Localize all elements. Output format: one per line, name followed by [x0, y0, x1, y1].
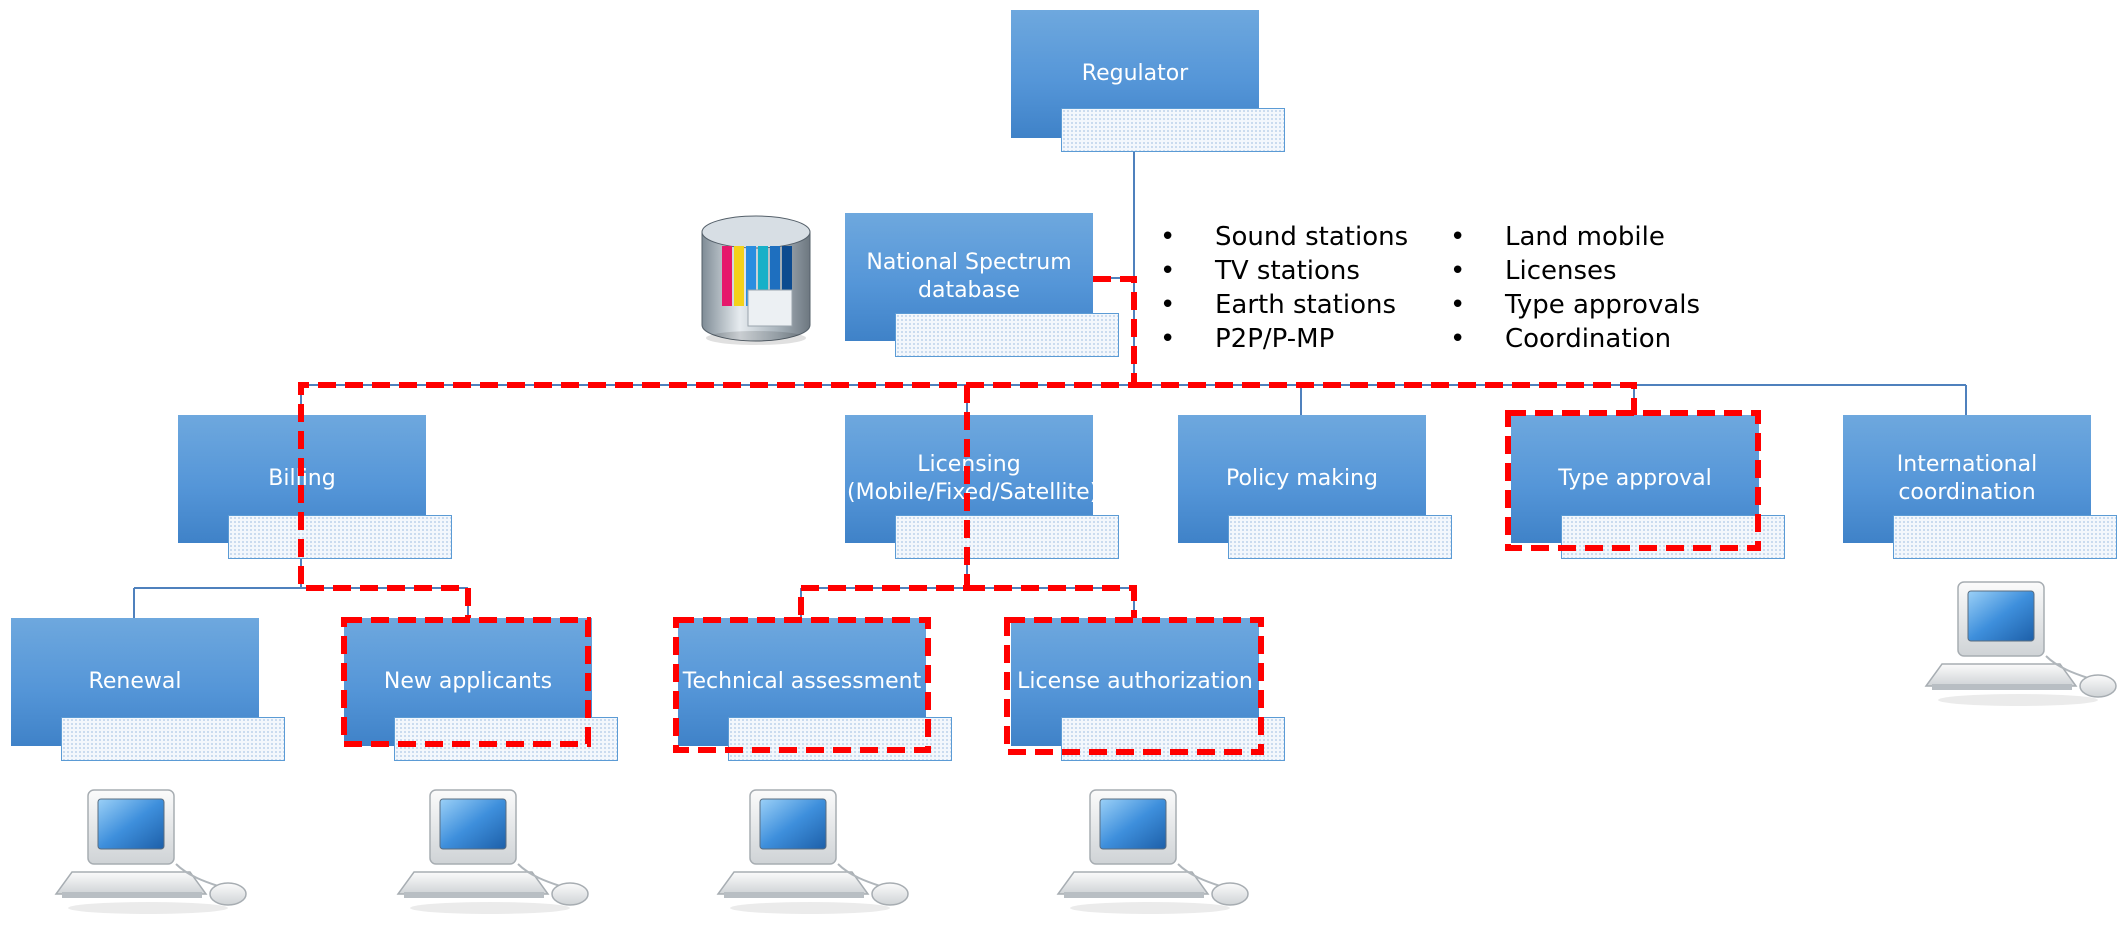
- computer-icon: [1925, 581, 2117, 707]
- highlight-path-license-auth: [967, 585, 1137, 618]
- bullet-item: Land mobile: [1450, 220, 1700, 254]
- node-tag: [228, 515, 452, 559]
- computer-icon: [1057, 789, 1249, 915]
- highlight-path-type-approval: [1134, 382, 1637, 415]
- node-tag: [1561, 515, 1785, 559]
- node-label: New applicants: [383, 669, 553, 694]
- node-tag: [1061, 108, 1285, 152]
- node-tag: [895, 515, 1119, 559]
- bullet-item: Earth stations: [1160, 288, 1408, 322]
- computer-icon: [55, 789, 247, 915]
- computer-icon: [717, 789, 909, 915]
- highlight-box-license-auth: [1004, 617, 1264, 755]
- node-label: Renewal: [88, 669, 182, 694]
- node-tag: [895, 313, 1119, 357]
- bullet-item: P2P/P-MP: [1160, 322, 1408, 356]
- node-label: License authorization: [1017, 669, 1253, 694]
- node-tag: [728, 717, 952, 761]
- bullet-item: Licenses: [1450, 254, 1700, 288]
- bullet-item: Coordination: [1450, 322, 1700, 356]
- bullet-item: Type approvals: [1450, 288, 1700, 322]
- node-tag: [1893, 515, 2117, 559]
- computer-icon: [397, 789, 589, 915]
- highlight-path-technical: [798, 385, 970, 618]
- node-label: International coordination: [1896, 452, 2038, 505]
- highlight-box-new-applicants: [341, 617, 591, 747]
- bullet-item: TV stations: [1160, 254, 1408, 288]
- node-tag: [1228, 515, 1452, 559]
- highlight-box-type-approval: [1505, 410, 1761, 551]
- bullet-list-services: Land mobile Licenses Type approvals Coor…: [1450, 220, 1700, 356]
- bullet-list-stations: Sound stations TV stations Earth station…: [1160, 220, 1408, 356]
- node-label: Regulator: [1081, 61, 1189, 86]
- node-label: Policy making: [1226, 466, 1378, 491]
- highlight-box-technical: [673, 617, 931, 753]
- node-tag: [394, 717, 618, 761]
- highlight-path-new-applicants: [298, 276, 1137, 618]
- bullet-item: Sound stations: [1160, 220, 1408, 254]
- node-tag: [61, 717, 285, 761]
- node-label: Technical assessment: [682, 669, 922, 694]
- node-label: Type approval: [1558, 466, 1712, 491]
- node-label: National Spectrum database: [866, 250, 1072, 303]
